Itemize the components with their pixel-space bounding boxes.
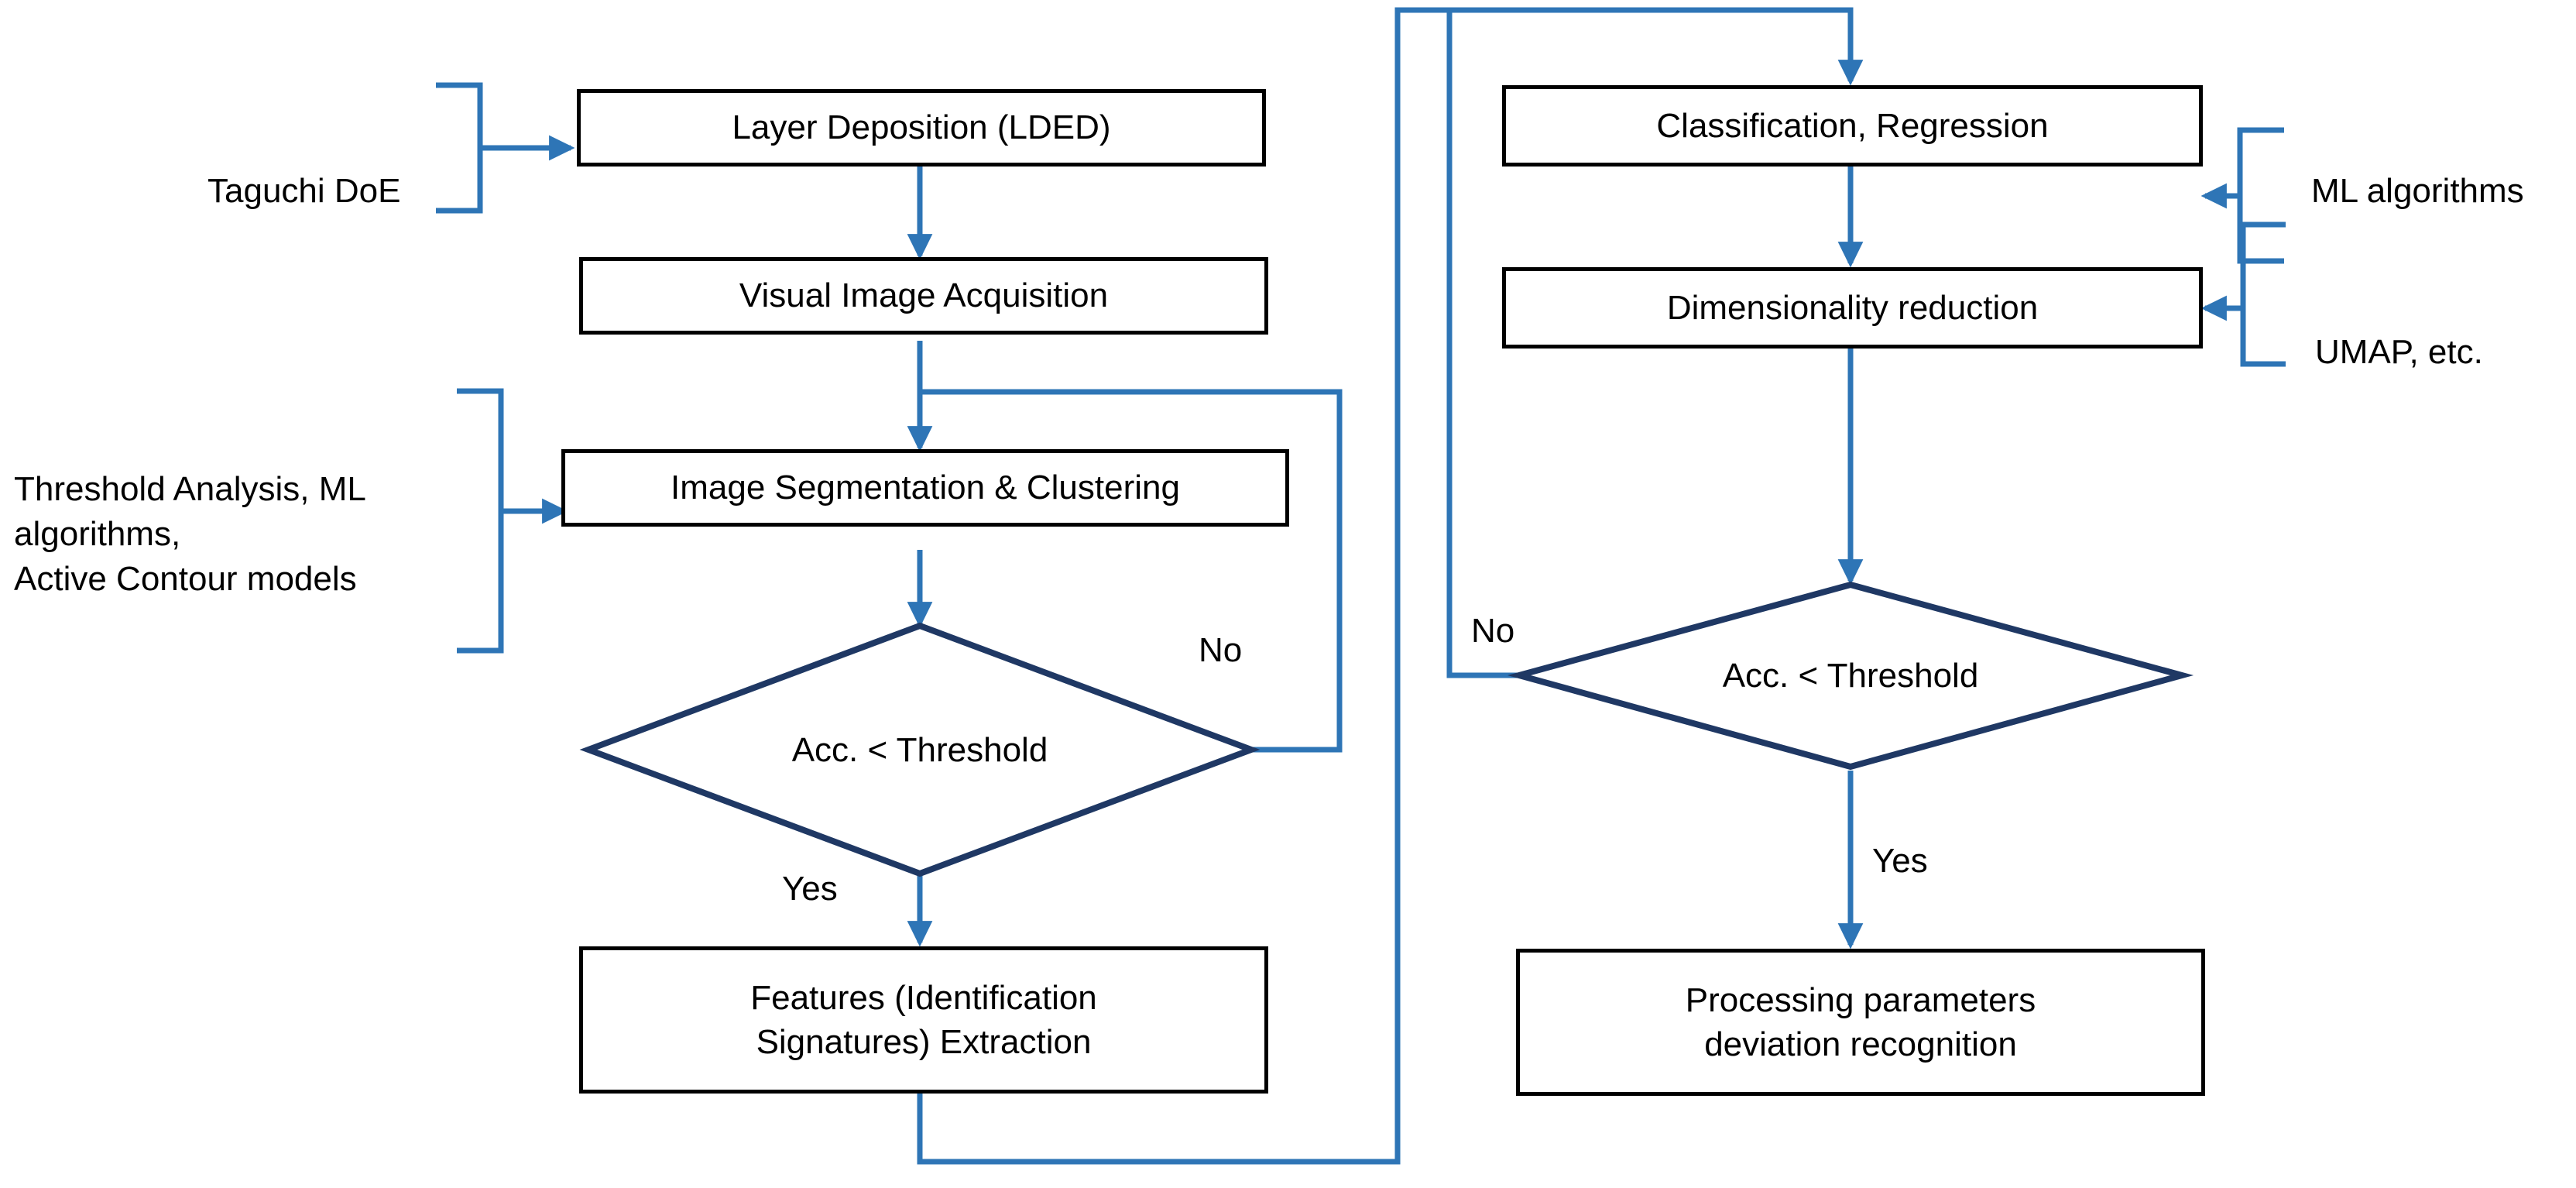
annotation-threshold-note-label: Threshold Analysis, ML algorithms, Activ… <box>14 470 366 599</box>
box-image-segmentation[interactable]: Image Segmentation & Clustering <box>561 449 1289 527</box>
bracket-taguchi <box>436 82 483 214</box>
edge-label-left-yes: Yes <box>782 870 838 908</box>
decision-left-diamond <box>579 622 1261 877</box>
bracket-umap <box>2240 221 2286 367</box>
annotation-ml-algorithms-label: ML algorithms <box>2311 172 2524 211</box>
edge-label-right-no: No <box>1471 612 1514 651</box>
annotation-taguchi-doe-label: Taguchi DoE <box>208 172 401 211</box>
edge-label-left-yes-text: Yes <box>782 870 838 908</box>
bracket-ml-algorithms <box>2237 127 2284 264</box>
box-processing-deviation-label: Processing parameters deviation recognit… <box>1685 980 2036 1063</box>
box-layer-deposition[interactable]: Layer Deposition (LDED) <box>577 89 1266 167</box>
edge-label-left-no: No <box>1199 631 1242 670</box>
edge-label-right-no-text: No <box>1471 612 1515 650</box>
box-processing-deviation[interactable]: Processing parameters deviation recognit… <box>1516 949 2205 1096</box>
box-dimensionality-reduction-label: Dimensionality reduction <box>1666 288 2039 327</box>
box-features-extraction[interactable]: Features (Identification Signatures) Ext… <box>579 946 1268 1094</box>
connector-group <box>436 7 2286 1165</box>
edge-label-right-yes: Yes <box>1872 842 1928 881</box>
box-features-extraction-label: Features (Identification Signatures) Ext… <box>750 978 1097 1061</box>
loop-features-to-classification <box>917 7 1864 1165</box>
box-image-segmentation-label: Image Segmentation & Clustering <box>671 469 1180 507</box>
box-layer-deposition-label: Layer Deposition (LDED) <box>732 108 1111 147</box>
annotation-taguchi-doe: Taguchi DoE <box>208 124 400 214</box>
box-visual-image-acquisition-label: Visual Image Acquisition <box>739 276 1109 315</box>
box-dimensionality-reduction[interactable]: Dimensionality reduction <box>1502 267 2203 349</box>
annotation-umap-label: UMAP, etc. <box>2315 333 2483 372</box>
decision-right-diamond <box>1507 581 2194 771</box>
box-visual-image-acquisition[interactable]: Visual Image Acquisition <box>579 257 1268 335</box>
box-classification-regression-label: Classification, Regression <box>1656 106 2049 145</box>
box-classification-regression[interactable]: Classification, Regression <box>1502 85 2203 167</box>
annotation-threshold-note: Threshold Analysis, ML algorithms, Activ… <box>14 422 366 602</box>
annotation-ml-algorithms: ML algorithms <box>2311 124 2524 214</box>
bracket-threshold-note <box>457 388 504 654</box>
loop-decision-left-no <box>920 389 1343 753</box>
edge-label-right-yes-text: Yes <box>1872 842 1928 880</box>
edge-label-left-no-text: No <box>1199 631 1243 669</box>
annotation-umap: UMAP, etc. <box>2315 285 2483 375</box>
decision-shapes <box>579 581 2194 877</box>
loop-decision-right-no <box>1446 10 1519 678</box>
